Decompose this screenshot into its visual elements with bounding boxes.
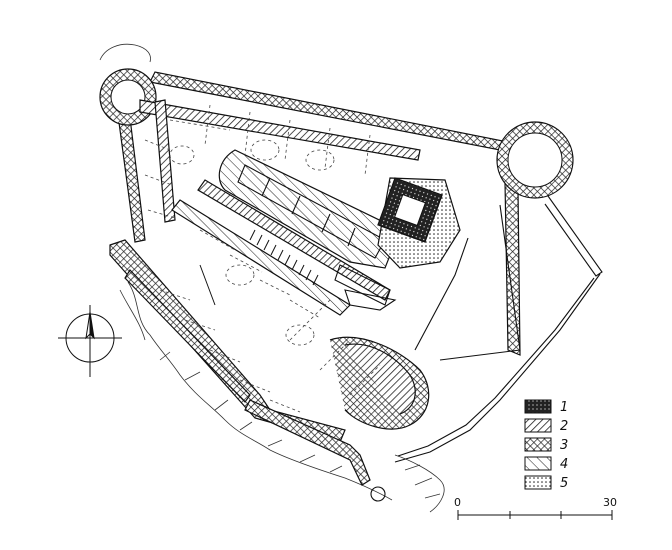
inner-ward — [109, 99, 430, 502]
vault-lines — [144, 104, 381, 413]
legend-swatch-5 — [524, 475, 552, 490]
outer-curtain-wall — [99, 68, 574, 356]
legend-swatch-3 — [524, 437, 552, 452]
legend-swatch-1 — [524, 399, 552, 414]
north-arrow-icon — [58, 305, 122, 377]
stair-ticks — [199, 229, 319, 306]
scale-bar: 0 30 — [454, 496, 617, 520]
legend-label-3: 3 — [560, 438, 568, 453]
legend-label-1: 1 — [560, 400, 568, 415]
legend-label-2: 2 — [560, 419, 568, 434]
scale-start-label: 0 — [454, 496, 461, 509]
rock-terrain — [99, 43, 445, 513]
scale-end-label: 30 — [603, 496, 617, 509]
east-enclosure-wall — [394, 195, 603, 463]
legend-label-4: 4 — [560, 457, 568, 472]
legend-swatch-4 — [524, 456, 552, 471]
central-palace — [218, 149, 461, 311]
legend-swatch-2 — [524, 418, 552, 433]
legend: 1 2 3 4 5 — [524, 399, 568, 491]
legend-label-5: 5 — [560, 476, 568, 491]
